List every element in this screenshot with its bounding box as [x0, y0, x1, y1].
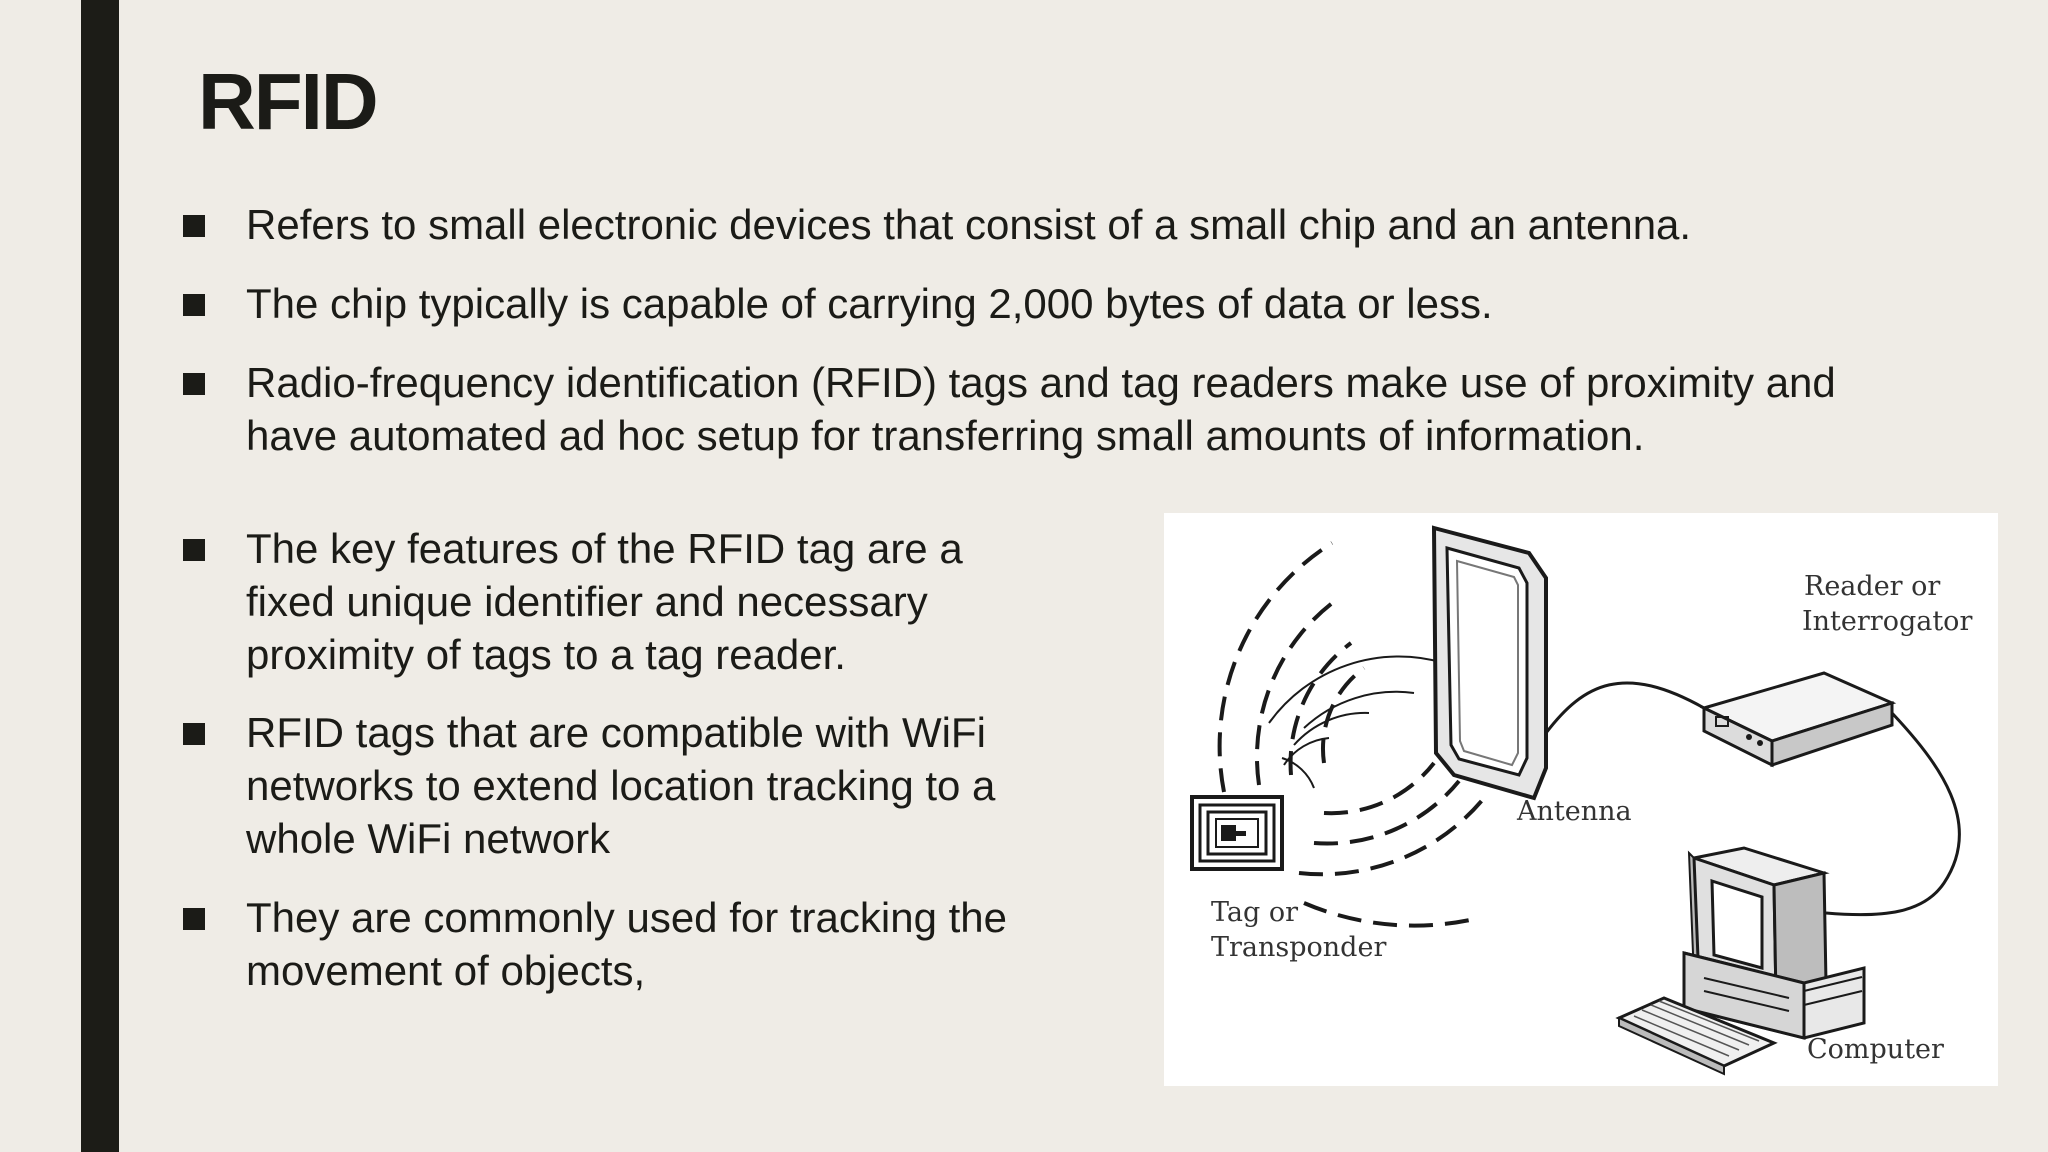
keyboard-icon — [1615, 996, 1778, 1076]
rfid-diagram-svg: Reader or Interrogator Antenna Tag or Tr… — [1190, 525, 1972, 1076]
bullet-line: proximity of tags to a tag reader. — [246, 631, 846, 678]
bullet-line: networks to extend location tracking to … — [246, 762, 996, 809]
bullet-text: Refers to small electronic devices that … — [246, 198, 1691, 251]
bullet-line: movement of objects, — [246, 947, 646, 994]
bullet-square-icon — [183, 215, 205, 237]
bullet-line: whole WiFi network — [246, 815, 611, 862]
reader-computer-cable-icon — [1825, 711, 1961, 917]
rfid-system-diagram: Reader or Interrogator Antenna Tag or Tr… — [1164, 513, 1998, 1086]
slide-title: RFID — [198, 57, 379, 146]
antenna-reader-cable-icon — [1544, 681, 1705, 734]
radio-waves-thin-icon — [1268, 655, 1445, 789]
bullet-line: Refers to small electronic devices that … — [246, 201, 1692, 248]
label-reader-line1: Reader or — [1804, 571, 1940, 602]
slide-accent-bar — [81, 0, 119, 1152]
reader-interrogator-icon — [1699, 671, 1897, 768]
label-tag-line2: Transponder — [1211, 932, 1386, 963]
bullet-text: Radio-frequency identification (RFID) ta… — [246, 356, 1836, 462]
bullet-text: RFID tags that are compatible with WiFi … — [246, 706, 995, 865]
bullet-square-icon — [183, 723, 205, 745]
radio-waves-icon — [1217, 541, 1486, 928]
label-antenna: Antenna — [1516, 796, 1632, 827]
antenna-icon — [1431, 525, 1548, 801]
bullet-text: The key features of the RFID tag are a f… — [246, 522, 963, 681]
tag-transponder-icon — [1190, 795, 1284, 871]
bullet-text: They are commonly used for tracking the … — [246, 891, 1007, 997]
bullet-line: fixed unique identifier and necessary — [246, 578, 928, 625]
bullet-square-icon — [183, 373, 205, 395]
label-computer: Computer — [1807, 1034, 1944, 1065]
bullet-square-icon — [183, 908, 205, 930]
bullet-square-icon — [183, 294, 205, 316]
bullet-line: The chip typically is capable of carryin… — [246, 280, 1493, 327]
label-reader-line2: Interrogator — [1802, 606, 1972, 637]
bullet-line: have automated ad hoc setup for transfer… — [246, 412, 1645, 459]
bullet-square-icon — [183, 539, 205, 561]
bullet-line: The key features of the RFID tag are a — [246, 525, 963, 572]
bullet-line: They are commonly used for tracking the — [246, 894, 1008, 941]
bullet-line: Radio-frequency identification (RFID) ta… — [246, 359, 1836, 406]
bullet-line: RFID tags that are compatible with WiFi — [246, 709, 986, 756]
computer-icon — [1682, 846, 1866, 1040]
label-tag-line1: Tag or — [1211, 897, 1298, 928]
bullet-text: The chip typically is capable of carryin… — [246, 277, 1493, 330]
